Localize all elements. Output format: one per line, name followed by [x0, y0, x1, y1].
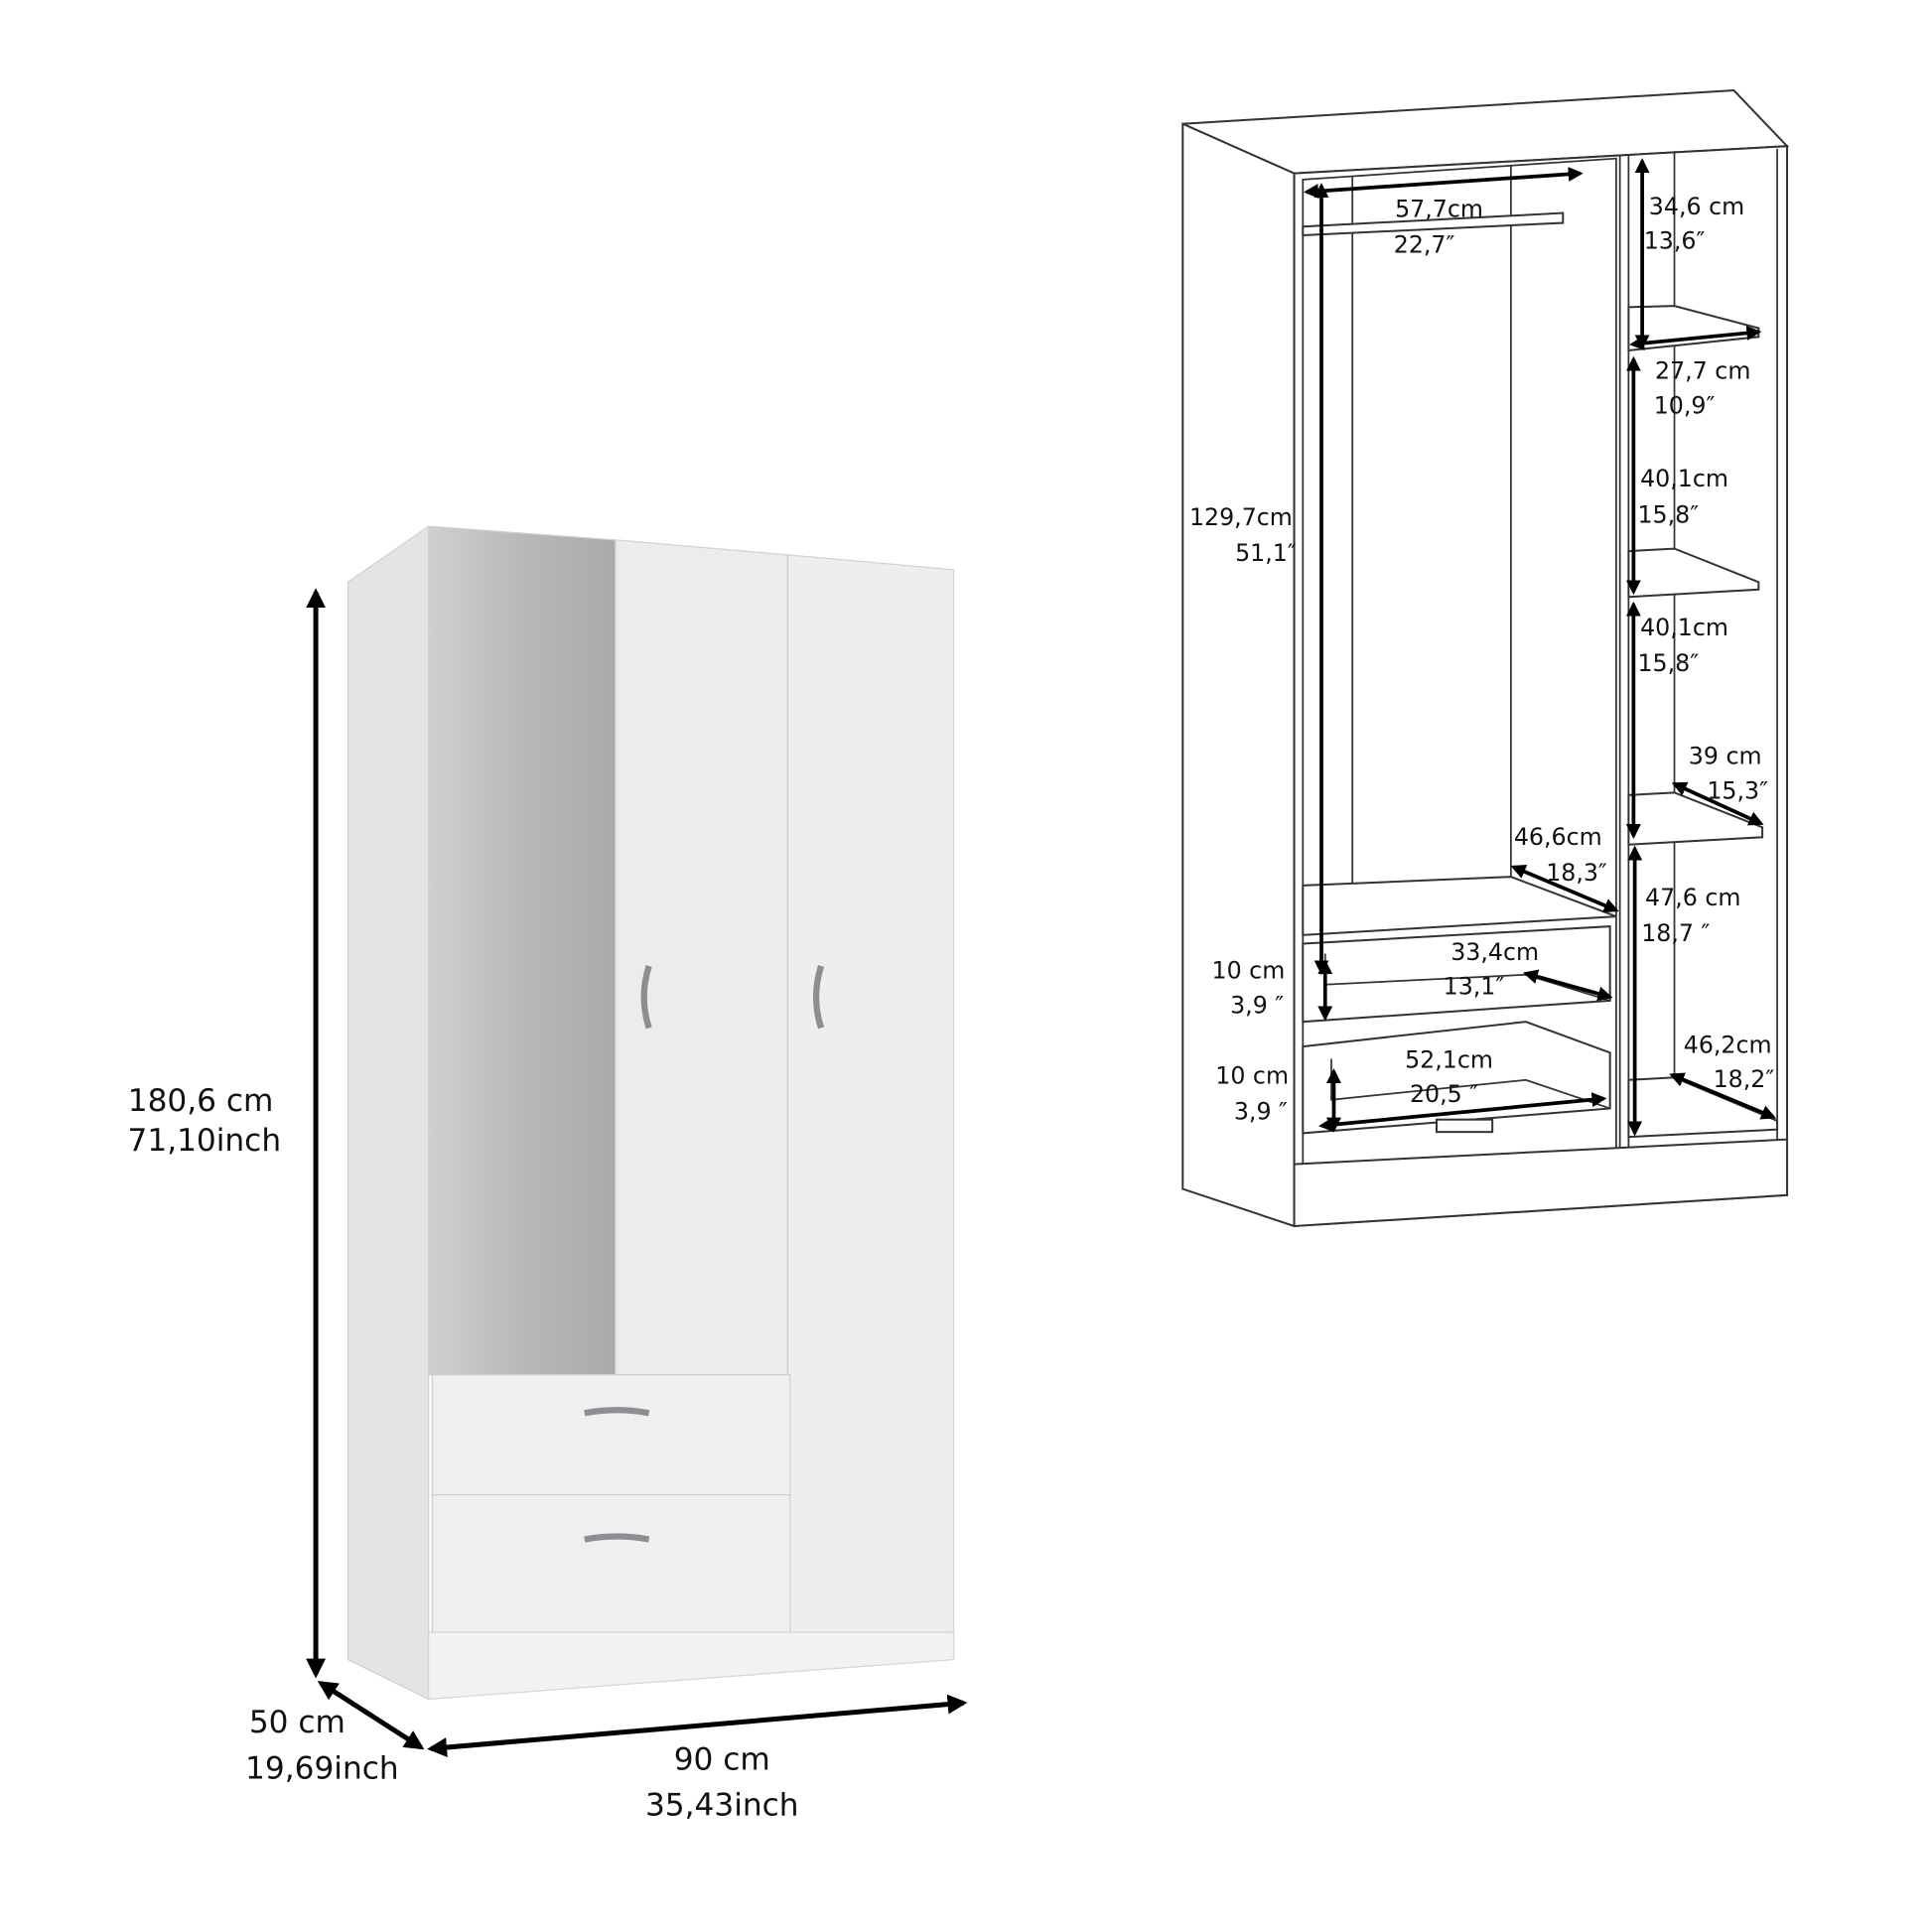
top-drawer	[431, 1374, 791, 1496]
dim-cm-label: 46,2cm	[1684, 1031, 1772, 1058]
dim-cm-label: 27,7 cm	[1655, 357, 1750, 385]
dim-cm-label: 57,7cm	[1395, 195, 1483, 222]
dim-inch-label: 20,5 ″	[1410, 1080, 1478, 1108]
dim-cm-label: 46,6cm	[1514, 823, 1602, 851]
plinth	[1293, 1138, 1789, 1228]
depth-arrow	[317, 1681, 425, 1750]
dim-inch-label: 3,9 ″	[1230, 991, 1284, 1019]
dim-arrow	[1304, 166, 1584, 200]
left-side-panel	[1181, 122, 1296, 1228]
height-inch-label: 71,10inch	[128, 1123, 282, 1159]
dim-cm-label: 33,4cm	[1450, 938, 1539, 966]
right-door	[786, 554, 955, 1633]
dim-inch-label: 22,7″	[1394, 230, 1455, 258]
interior-view-wardrobe	[1181, 89, 1790, 1228]
dim-inch-label: 10,9″	[1654, 392, 1716, 420]
dim-cm-label: 39 cm	[1689, 743, 1762, 770]
dim-inch-label: 18,7 ″	[1641, 919, 1710, 947]
width-cm-label: 90 cm	[674, 1742, 770, 1778]
dim-arrow	[1318, 1092, 1607, 1133]
hanging-rod	[1302, 211, 1565, 237]
dim-inch-label: 3,9 ″	[1234, 1098, 1288, 1126]
drawer-handle	[584, 1407, 650, 1417]
door-handle	[813, 965, 825, 1030]
bottom-drawer	[431, 1494, 791, 1633]
dim-inch-label: 15,8″	[1637, 649, 1699, 677]
dim-cm-label: 47,6 cm	[1645, 884, 1740, 911]
height-cm-label: 180,6 cm	[128, 1083, 274, 1119]
plinth	[427, 1631, 955, 1701]
width-inch-label: 35,43inch	[645, 1788, 799, 1824]
dim-cm-label: 34,6 cm	[1649, 193, 1744, 220]
depth-inch-label: 19,69inch	[245, 1750, 399, 1786]
left-door	[615, 539, 788, 1376]
dim-cm-label: 10 cm	[1212, 956, 1286, 984]
door-handle	[640, 965, 652, 1030]
dim-inch-label: 13,1″	[1444, 973, 1505, 1001]
dim-arrow	[1671, 781, 1764, 826]
depth-cm-label: 50 cm	[249, 1705, 345, 1740]
dim-cm-label: 40,1cm	[1640, 465, 1728, 492]
interior-dimension-labels: 57,7cm 22,7″ 34,6 cm 13,6″ 27,7 cm 10,9″…	[1189, 193, 1774, 1126]
drawer-lock	[1436, 1118, 1494, 1134]
dim-inch-label: 18,3″	[1546, 859, 1607, 887]
front-dimension-labels: 180,6 cm 71,10inch 50 cm 19,69inch 90 cm…	[128, 1083, 799, 1824]
width-arrow	[427, 1694, 968, 1757]
dim-inch-label: 15,8″	[1637, 500, 1699, 528]
dim-cm-label: 40,1cm	[1640, 614, 1728, 641]
front-view-wardrobe	[346, 524, 955, 1701]
dim-cm-label: 52,1cm	[1405, 1045, 1493, 1073]
interior-dimension-arrows	[1304, 158, 1777, 1137]
dim-arrow	[1510, 864, 1619, 913]
dim-inch-label: 13,6″	[1644, 227, 1706, 255]
dim-arrow	[1669, 1072, 1777, 1120]
dim-arrow	[1522, 969, 1613, 1002]
wardrobe-side-panel	[346, 524, 430, 1701]
dim-inch-label: 18,2″	[1714, 1065, 1775, 1093]
dim-cm-label: 129,7cm	[1189, 503, 1293, 531]
dim-cm-label: 10 cm	[1215, 1062, 1289, 1090]
drawer-handle	[584, 1533, 650, 1543]
mirror-door	[427, 525, 617, 1376]
front-dimension-arrows	[306, 588, 968, 1757]
dim-inch-label: 15,3″	[1707, 777, 1768, 805]
dim-arrow	[1629, 326, 1762, 351]
dim-inch-label: 51,1″	[1235, 539, 1297, 567]
